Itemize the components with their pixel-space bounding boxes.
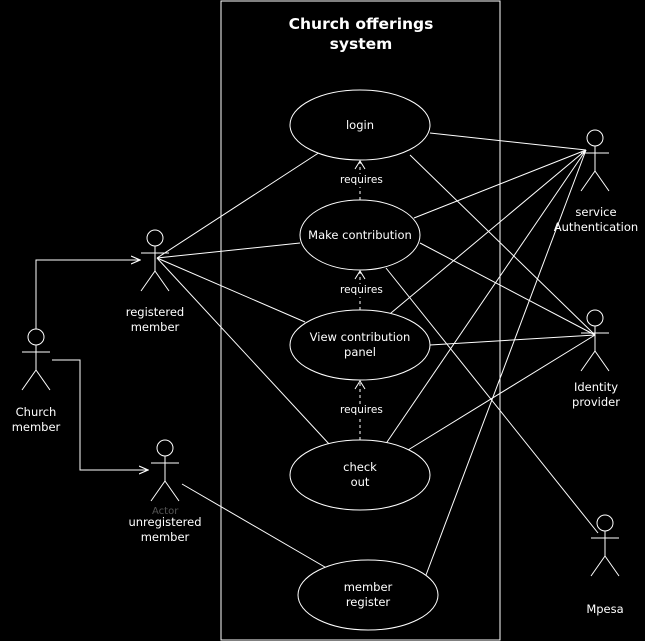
assoc-registered-login[interactable] <box>156 151 321 259</box>
use-case-make-contribution[interactable] <box>299 199 421 271</box>
use-case-login-label: login <box>345 118 374 132</box>
assoc-auth-login[interactable] <box>429 132 587 151</box>
requires-label-1: requires <box>338 174 385 187</box>
assoc-auth-contribution[interactable] <box>413 149 587 219</box>
assoc-auth-panel[interactable] <box>384 149 587 319</box>
actor-service-authentication-label: service Authentication <box>553 205 639 234</box>
requires-label-2: requires <box>338 284 385 297</box>
use-case-view-panel[interactable] <box>289 309 431 381</box>
assoc-registered-checkout[interactable] <box>156 257 331 446</box>
requires-head-1 <box>354 160 366 170</box>
assoc-identity-login[interactable] <box>409 154 596 336</box>
requires-head-3 <box>354 380 366 390</box>
actor-service-authentication-figure[interactable] <box>580 129 610 192</box>
use-case-member-register-label: member register <box>343 580 393 609</box>
use-case-view-panel-label: View contribution panel <box>309 330 411 359</box>
actor-registered-member-label: registered member <box>125 305 185 334</box>
use-case-make-contribution-label: Make contribution <box>308 228 412 242</box>
use-case-check-out[interactable] <box>289 439 431 511</box>
assoc-identity-contribution[interactable] <box>419 242 596 336</box>
assoc-unregistered-register[interactable] <box>181 483 331 571</box>
assoc-registered-panel[interactable] <box>156 257 306 323</box>
assoc-registered-contribution[interactable] <box>156 242 301 259</box>
actor-mpesa-figure[interactable] <box>590 514 620 577</box>
use-case-member-register[interactable] <box>297 559 439 631</box>
requires-head-2 <box>354 270 366 280</box>
actor-identity-provider-label: Identity provider <box>572 380 620 409</box>
actor-identity-provider-figure[interactable] <box>580 309 610 372</box>
actor-church-member-figure[interactable] <box>21 328 51 391</box>
actor-church-member-label: Church member <box>11 405 61 434</box>
generalization-registered[interactable] <box>35 260 140 330</box>
use-case-login[interactable] <box>289 89 431 161</box>
actor-unregistered-member-figure[interactable] <box>150 439 180 502</box>
associations <box>156 132 599 576</box>
assoc-auth-register[interactable] <box>425 149 587 576</box>
actor-unregistered-member-label: unregistered member <box>128 515 202 544</box>
assoc-auth-checkout[interactable] <box>384 149 587 446</box>
generalization-unregistered[interactable] <box>52 359 148 470</box>
actor-mpesa-label: Mpesa <box>586 602 624 616</box>
assoc-identity-checkout[interactable] <box>407 334 596 451</box>
actor-registered-member-figure[interactable] <box>140 229 170 292</box>
assoc-identity-panel[interactable] <box>429 334 596 346</box>
use-case-check-out-label: check out <box>343 460 377 489</box>
actor-unregistered-overlap-label: Actor <box>152 506 179 517</box>
assoc-mpesa-contribution[interactable] <box>385 267 599 534</box>
system-title: Church offerings system <box>288 15 434 53</box>
requires-label-3: requires <box>338 404 385 417</box>
